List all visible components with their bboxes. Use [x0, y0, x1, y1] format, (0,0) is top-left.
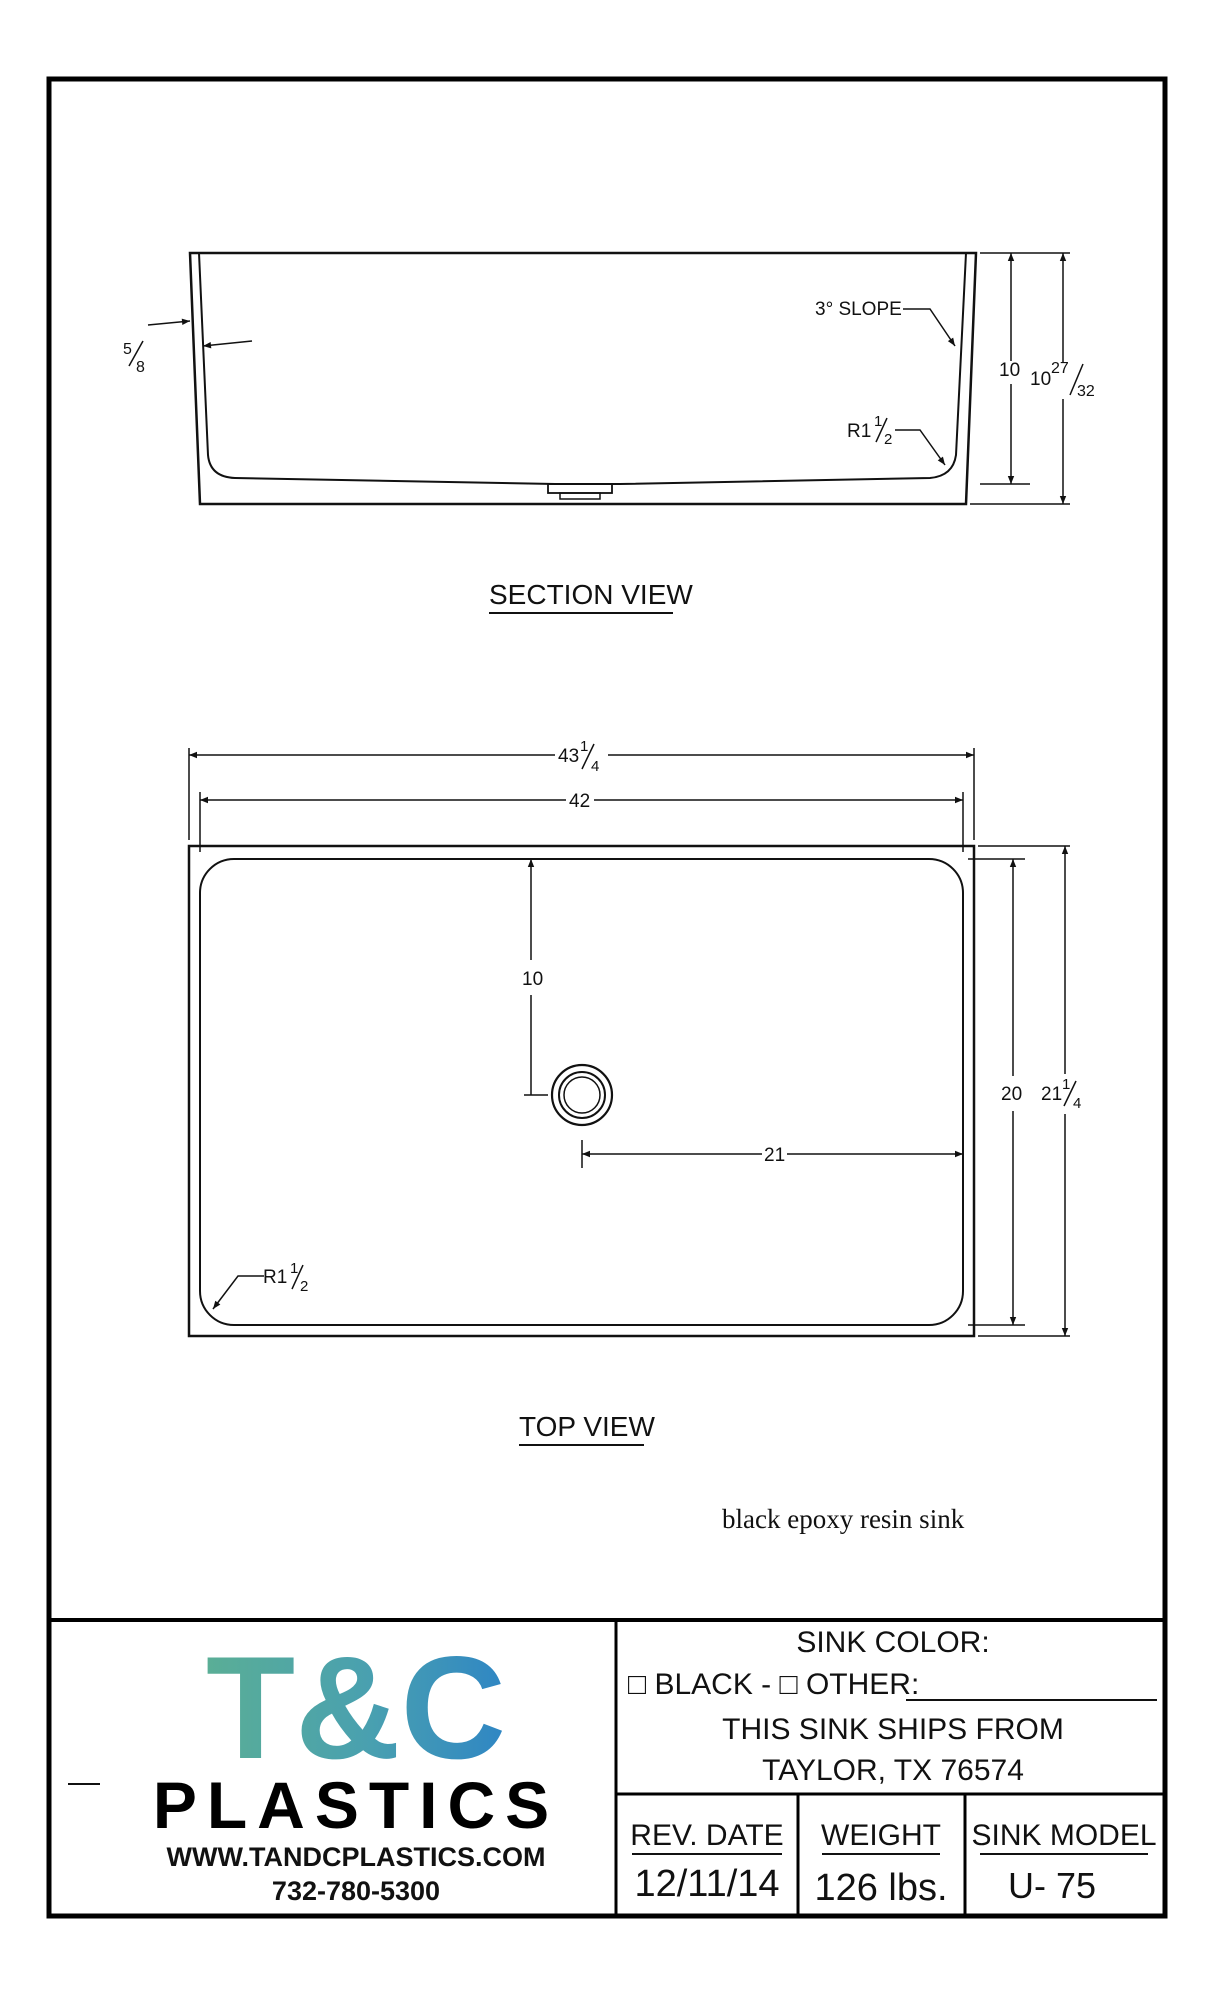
slope-label: 3° SLOPE — [815, 299, 902, 320]
section-radius-leader — [895, 429, 946, 466]
ships-from-line1: THIS SINK SHIPS FROM — [722, 1713, 1064, 1746]
top-radius-leader — [212, 1275, 264, 1310]
title-block: T&C PLASTICS WWW.TANDCPLASTICS.COM 732-7… — [49, 1618, 1165, 1916]
drain-from-top-dim: 10 — [522, 969, 543, 990]
rev-date-value: 12/11/14 — [634, 1863, 779, 1905]
inner-width-dim: 42 — [569, 791, 590, 812]
top-view: 43 1 4 42 10 21 R1 1 2 20 — [187, 738, 1081, 1446]
outer-width-den: 4 — [591, 758, 599, 775]
drain-inner-ring — [558, 1071, 606, 1119]
sink-model-value: U- 75 — [1008, 1865, 1096, 1906]
outer-depth-whole: 21 — [1041, 1084, 1062, 1105]
weight-label: WEIGHT — [821, 1819, 941, 1852]
wall-thickness-den: 8 — [136, 359, 145, 376]
outer-depth-num: 1 — [1062, 1076, 1070, 1093]
top-radius-den: 2 — [300, 1278, 308, 1295]
ships-from-line2: TAYLOR, TX 76574 — [762, 1754, 1024, 1787]
wall-thickness-leader-right — [202, 340, 253, 349]
drain-outer-ring — [550, 1063, 614, 1127]
drain-from-side-dim: 21 — [764, 1145, 785, 1166]
sink-color-options: □ BLACK - □ OTHER: — [628, 1668, 919, 1701]
section-radius-whole: R1 — [847, 421, 871, 442]
top-radius-num: 1 — [290, 1260, 298, 1277]
outer-width-num: 1 — [580, 738, 588, 755]
logo-plastics: PLASTICS — [153, 1768, 559, 1842]
top-outer-rim — [187, 844, 976, 1338]
outer-depth-den: 4 — [1073, 1095, 1081, 1112]
top-view-title: TOP VIEW — [519, 1411, 655, 1442]
outer-width-whole: 43 — [558, 746, 579, 767]
wall-thickness-leader-left — [147, 318, 191, 326]
slope-leader — [903, 308, 956, 347]
section-view-title: SECTION VIEW — [489, 579, 693, 610]
weight-value: 126 lbs. — [814, 1867, 947, 1909]
top-radius-whole: R1 — [263, 1267, 287, 1288]
inner-height-dim: 10 — [999, 360, 1020, 381]
drain-center — [563, 1076, 601, 1114]
top-inner-basin — [199, 858, 964, 1326]
outer-height-whole: 10 — [1030, 369, 1051, 390]
inner-depth-dim: 20 — [1001, 1084, 1022, 1105]
wall-thickness-num: 5 — [123, 341, 132, 358]
logo-phone: 732-780-5300 — [272, 1876, 440, 1906]
section-view: 5 8 3° SLOPE R1 1 2 10 10 27 32 SECTION … — [123, 251, 1095, 614]
material-note: black epoxy resin sink — [722, 1504, 965, 1534]
outer-height-den: 32 — [1077, 383, 1095, 400]
logo-tc: T&C — [206, 1626, 506, 1789]
sheet-border — [46, 76, 1168, 1919]
logo-website: WWW.TANDCPLASTICS.COM — [167, 1842, 546, 1872]
section-radius-num: 1 — [874, 413, 882, 430]
outer-height-num: 27 — [1051, 360, 1069, 377]
section-radius-den: 2 — [884, 431, 892, 448]
rev-date-label: REV. DATE — [630, 1819, 783, 1852]
sink-model-label: SINK MODEL — [971, 1819, 1156, 1852]
section-inner-profile — [198, 252, 967, 485]
section-drain — [547, 483, 613, 494]
section-outer-profile — [188, 251, 978, 506]
sink-color-label: SINK COLOR: — [796, 1626, 989, 1659]
